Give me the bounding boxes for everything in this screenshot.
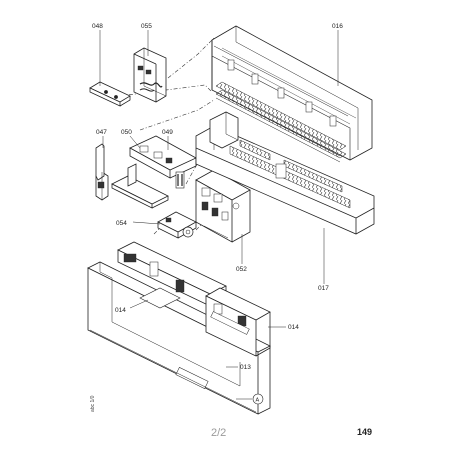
- part-055-module: [133, 47, 167, 103]
- part-050-base-plate: [111, 163, 169, 209]
- part-014-carrier-right: [205, 287, 271, 357]
- label-017: 017: [318, 285, 329, 292]
- part-054-connector: [157, 211, 197, 239]
- part-052-relay-board: [195, 169, 251, 243]
- part-016-upper-housing: [211, 25, 373, 163]
- label-052: 052: [236, 266, 247, 273]
- page-indicator: 2/2: [211, 427, 227, 439]
- label-047: 047: [96, 129, 107, 136]
- part-014-carrier-left: [117, 241, 227, 309]
- part-047-bracket: [95, 143, 109, 201]
- label-014-right: 014: [288, 324, 299, 331]
- callout-a-label: A: [256, 398, 260, 404]
- part-048-plate: [89, 81, 131, 107]
- part-049-circuit-board: [129, 135, 197, 189]
- callout-a-circle: [252, 393, 264, 405]
- side-reference-code: abc 1/0: [90, 395, 96, 412]
- leader-lines: [99, 30, 339, 400]
- label-054: 054: [116, 220, 127, 227]
- page-number: 149: [357, 427, 373, 437]
- label-013: 013: [240, 364, 251, 371]
- label-050: 050: [121, 129, 132, 136]
- label-055: 055: [141, 23, 152, 30]
- label-048: 048: [92, 23, 103, 30]
- label-016: 016: [332, 23, 343, 30]
- part-016-contact-strip: [215, 81, 347, 159]
- label-014-left: 014: [115, 307, 126, 314]
- part-017-finned-carrier: [195, 111, 375, 235]
- label-049: 049: [162, 129, 173, 136]
